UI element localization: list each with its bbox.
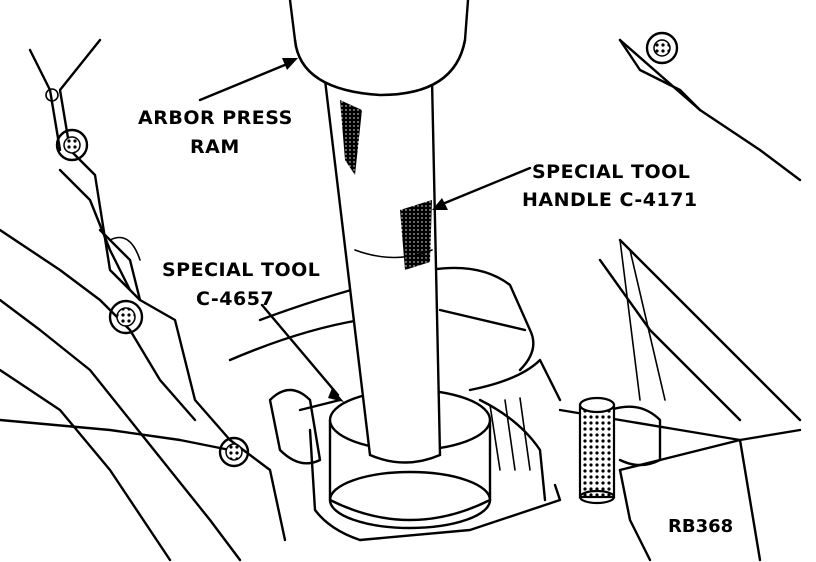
threaded-stud [578,396,662,505]
bolt-head-left [108,299,144,335]
label-tool-line2: C-4657 [196,288,274,310]
bearing-housing [228,266,562,542]
label-handle-line2: HANDLE C-4171 [522,189,698,211]
label-tool-line1: SPECIAL TOOL [162,259,320,281]
bolt-head-lower-left [218,436,250,468]
leader-arrow-c4657 [260,303,344,402]
right-case-outline [558,38,802,562]
label-handle-line1: SPECIAL TOOL [532,161,690,183]
label-arbor-press-line2: RAM [190,136,240,158]
figure-code: RB368 [668,516,733,537]
special-tool-handle-c4171 [323,78,442,464]
bolt-head-top-right [645,31,679,65]
leader-arrow-arbor-ram [198,58,298,102]
arbor-press-ram [288,0,470,97]
leader-arrow-handle [432,166,532,210]
transmission-case-outline [0,38,287,562]
bolt-head-edge [45,88,59,102]
bolt-head-upper-left [55,128,89,162]
label-arbor-press-line1: ARBOR PRESS [138,107,293,129]
